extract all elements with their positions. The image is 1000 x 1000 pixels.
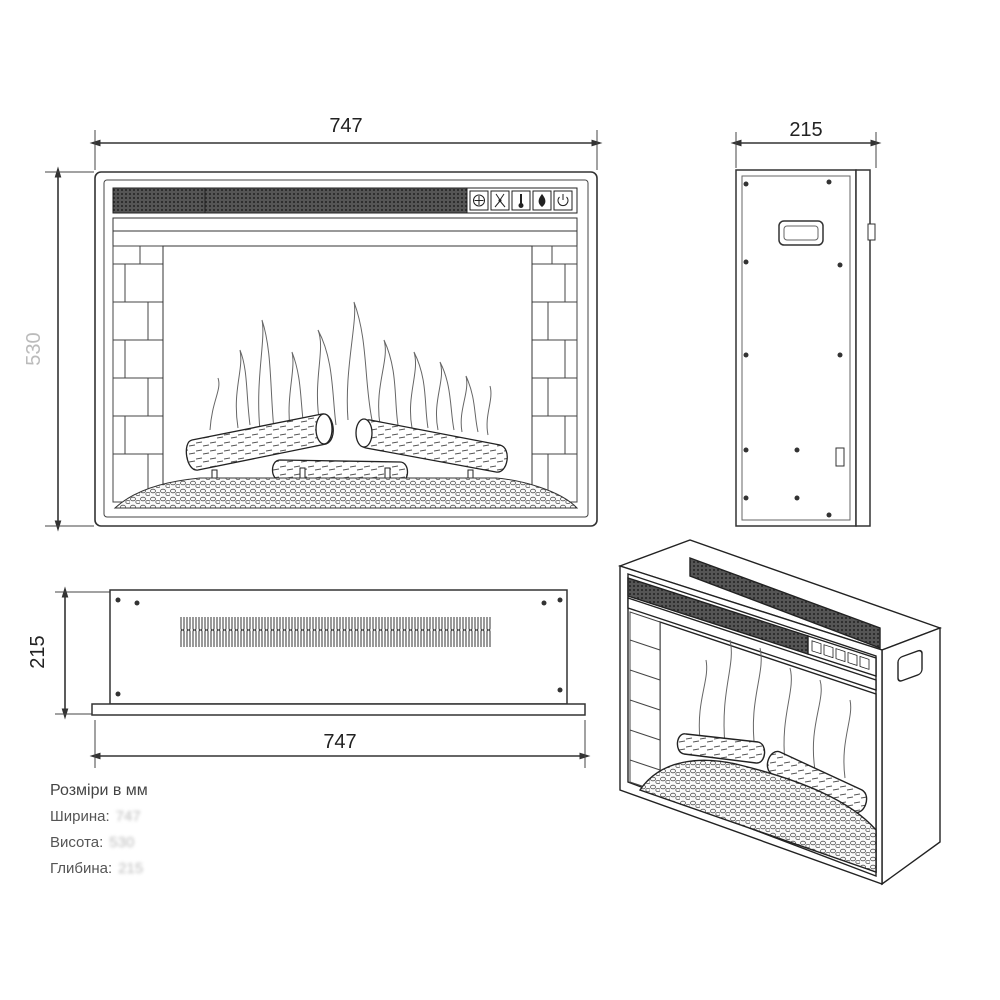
top-depth-label: 215	[27, 635, 49, 668]
power-icon	[553, 190, 573, 211]
flame-icon	[532, 190, 552, 211]
spec-row-width: Ширина:747	[50, 808, 141, 825]
left-brick-wall	[112, 245, 164, 503]
fireplace-outer-frame	[94, 171, 598, 527]
right-brick-wall	[531, 245, 578, 503]
heater-grille	[204, 187, 468, 214]
side-view: 215	[730, 119, 882, 527]
front-height-label: 530	[23, 332, 45, 365]
front-width-label: 747	[329, 115, 362, 137]
handle-slot	[778, 220, 824, 246]
top-front-flange	[91, 703, 586, 716]
perspective-view	[617, 539, 943, 886]
top-vent-slots	[180, 617, 492, 647]
side-depth-label: 215	[789, 119, 822, 141]
top-screws	[115, 597, 563, 697]
top-width-label: 747	[323, 731, 356, 753]
logs	[185, 413, 508, 483]
thermometer-icon	[511, 190, 531, 211]
dimensions-spec-block: Розміри в мм Ширина:747 Висота:530 Глиби…	[50, 778, 148, 882]
spec-row-height: Висота:530	[50, 834, 135, 851]
top-view: 215 747	[27, 586, 591, 768]
front-flange	[855, 169, 871, 527]
plus-circle-icon	[469, 190, 489, 211]
flames	[209, 301, 492, 436]
specs-title: Розміри в мм	[50, 782, 148, 799]
fan-icon	[490, 190, 510, 211]
front-view: 747 530	[23, 115, 603, 532]
spec-row-depth: Глибина:215	[50, 860, 144, 877]
gravel-bed	[113, 477, 579, 509]
side-screws	[743, 179, 843, 518]
